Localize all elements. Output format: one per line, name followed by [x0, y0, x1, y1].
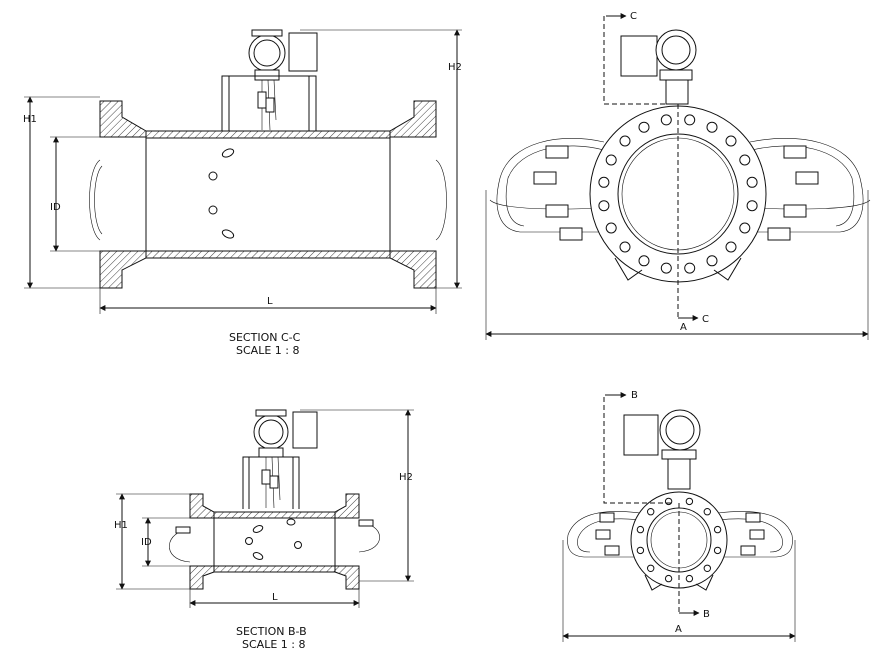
section-caption: SECTION B-B — [236, 625, 307, 638]
bolt-hole — [638, 255, 650, 267]
end-view-c: C C A — [485, 11, 871, 340]
dimension-h2: H2 — [300, 29, 462, 289]
l-label: L — [267, 296, 273, 307]
h2-label: H2 — [448, 62, 462, 73]
section-caption: SECTION C-C — [229, 331, 301, 344]
bolt-hole — [647, 508, 655, 516]
bolt-hole — [598, 176, 610, 188]
bolt-hole — [619, 241, 631, 253]
dimension-h1: H1 — [23, 96, 100, 289]
pipe-body — [169, 493, 380, 590]
dimension-l: L — [189, 589, 360, 608]
bolt-hole — [725, 241, 737, 253]
bolt-hole — [684, 262, 696, 274]
bolt-hole — [746, 200, 758, 212]
flange-bolt-holes — [598, 114, 758, 274]
dimension-id: ID — [141, 517, 214, 567]
id-label: ID — [50, 202, 61, 213]
bolt-hole — [636, 525, 645, 534]
bolt-hole — [703, 564, 711, 572]
cut-label-bottom: C — [702, 314, 709, 325]
dimension-l: L — [99, 288, 437, 314]
cut-label-top: C — [630, 11, 637, 22]
section-c-c-view: H1 ID H2 L SECTION C-C SCALE 1 : 8 — [23, 29, 462, 357]
transmitter-head — [253, 409, 318, 458]
bolt-hole — [598, 200, 610, 212]
dimension-id: ID — [50, 136, 146, 252]
bolt-hole — [660, 262, 672, 274]
end-view-b: B B A — [562, 390, 796, 642]
bolt-hole — [739, 222, 751, 234]
bolt-hole — [713, 546, 722, 555]
mounting-bracket — [242, 456, 300, 509]
bolt-hole — [664, 497, 673, 506]
section-b-b-view: H1 ID H2 L SECTION B-B SCALE 1 : 8 — [114, 409, 414, 651]
dimension-h1: H1 — [114, 493, 190, 590]
transmitter-head — [620, 29, 697, 105]
bolt-hole — [647, 564, 655, 572]
h2-label: H2 — [399, 472, 413, 483]
bolt-hole — [739, 154, 751, 166]
h1-label: H1 — [114, 520, 128, 531]
bolt-hole — [636, 546, 645, 555]
h1-label: H1 — [23, 114, 37, 125]
dimension-h2: H2 — [300, 409, 414, 582]
transmitter-head — [248, 29, 318, 81]
bolt-hole — [664, 574, 673, 583]
bolt-hole — [684, 114, 696, 126]
bolt-hole — [685, 574, 694, 583]
bolt-hole — [685, 497, 694, 506]
bolt-hole — [725, 135, 737, 147]
transmitter-head — [623, 409, 701, 490]
bolt-hole — [706, 255, 718, 267]
cable-harness — [489, 138, 871, 241]
mounting-bracket — [221, 75, 317, 131]
bolt-hole — [638, 121, 650, 133]
flange-bolt-holes — [636, 497, 722, 583]
a-label: A — [675, 624, 682, 635]
bolt-hole — [660, 114, 672, 126]
bolt-hole — [703, 508, 711, 516]
pipe-body — [89, 100, 447, 289]
cut-label-top: B — [631, 390, 638, 401]
cut-label-bottom: B — [703, 609, 710, 620]
id-label: ID — [141, 537, 152, 548]
bolt-hole — [746, 176, 758, 188]
bolt-hole — [605, 222, 617, 234]
l-label: L — [272, 592, 278, 603]
a-label: A — [680, 322, 687, 333]
bolt-hole — [605, 154, 617, 166]
scale-caption: SCALE 1 : 8 — [242, 638, 305, 651]
scale-caption: SCALE 1 : 8 — [236, 344, 299, 357]
cable-harness — [567, 511, 793, 558]
bolt-hole — [713, 525, 722, 534]
bolt-hole — [706, 121, 718, 133]
bolt-hole — [619, 135, 631, 147]
